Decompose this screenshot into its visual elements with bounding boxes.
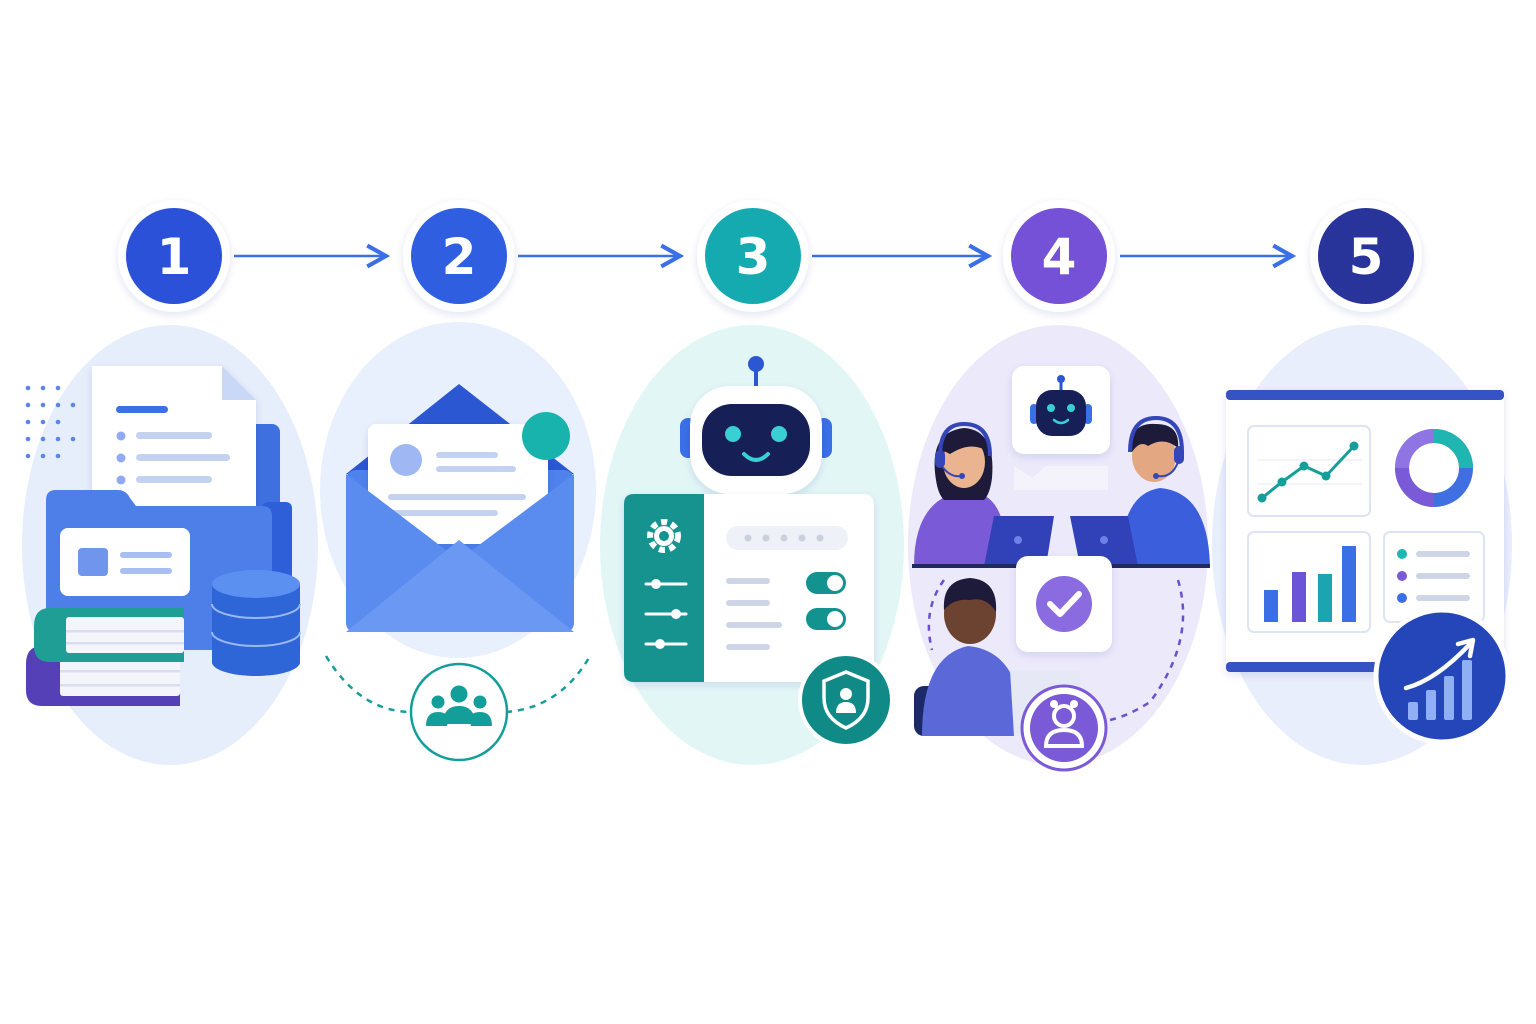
badge-circle <box>1011 208 1107 304</box>
legend-list-widget <box>1383 531 1485 623</box>
toggle-switch <box>806 572 846 594</box>
dashed-connector <box>324 655 413 714</box>
step-badge-3: 3 <box>697 200 809 312</box>
step-badge-2: 2 <box>403 200 515 312</box>
audience-group-icon <box>409 662 509 762</box>
documents-illustration <box>25 366 301 706</box>
step-number: 3 <box>736 228 771 286</box>
bar-chart-widget <box>1247 531 1371 633</box>
gear-icon <box>647 519 681 553</box>
analytics-dashboard-illustration <box>1226 390 1511 745</box>
step-number: 5 <box>1349 228 1384 286</box>
document-page-icon <box>92 366 256 520</box>
badge-circle <box>1318 208 1414 304</box>
dot-grid-decoration <box>25 385 76 459</box>
badge-circle <box>126 208 222 304</box>
user-profile-icon <box>1020 684 1108 772</box>
badge-circle <box>705 208 801 304</box>
database-icon <box>211 570 301 676</box>
agent-man-avatar <box>1120 415 1210 566</box>
dashed-connector <box>505 655 592 714</box>
step-number: 1 <box>157 228 192 286</box>
step-badge-5: 5 <box>1310 200 1422 312</box>
approval-check-icon <box>1016 556 1112 652</box>
growth-chart-icon <box>1373 607 1511 745</box>
ai-assistant-illustration <box>624 356 894 748</box>
step-number: 2 <box>442 228 477 286</box>
donut-chart-widget <box>1395 429 1473 507</box>
line-chart-widget <box>1247 425 1371 517</box>
step-badge-1: 1 <box>118 200 230 312</box>
agent-woman-avatar <box>914 421 1004 566</box>
laptop-icon <box>1070 516 1138 566</box>
email-illustration <box>324 384 592 762</box>
support-agents-illustration <box>912 366 1210 772</box>
badge-circle <box>411 208 507 304</box>
notification-dot-icon <box>522 412 570 460</box>
step-badge-4: 4 <box>1003 200 1115 312</box>
security-shield-icon <box>798 652 894 748</box>
toggle-switch <box>806 608 846 630</box>
email-letter-card <box>368 424 548 544</box>
sliders-icon <box>644 579 688 649</box>
robot-icon <box>680 356 832 494</box>
laptop-icon <box>984 516 1054 566</box>
chatbot-bubble-icon <box>1012 366 1110 490</box>
dashed-connector <box>1109 579 1185 722</box>
step-number: 4 <box>1042 228 1077 286</box>
books-icon <box>26 608 184 706</box>
